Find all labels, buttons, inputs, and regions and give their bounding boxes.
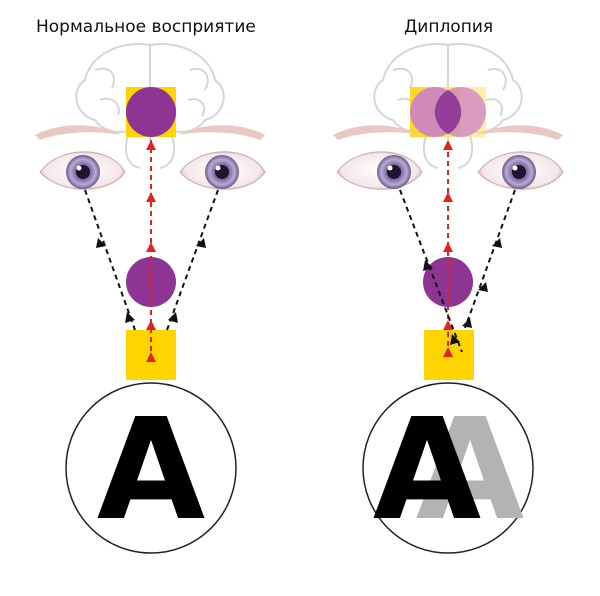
result-circle-left	[65, 382, 237, 554]
left-eyebrow-right	[333, 125, 420, 140]
result-letter-diplopia: A	[373, 389, 481, 552]
black-arrowheads-right	[423, 238, 502, 345]
brain-outline-left	[75, 43, 225, 169]
ghost-letter-diplopia: A	[416, 389, 524, 552]
diplopia-panel: A A	[333, 43, 564, 554]
black-arrowheads-left	[96, 238, 206, 323]
right-eyebrow-left	[178, 125, 265, 140]
brain-purple-circle-left	[126, 87, 176, 137]
brain-overlap	[434, 90, 462, 134]
left-eye-diplopia	[336, 151, 423, 190]
left-eye-normal	[39, 151, 126, 190]
red-arrowheads-right	[443, 140, 453, 357]
object-circle-left	[126, 257, 176, 307]
result-circle-right	[362, 382, 534, 554]
right-eye-diplopia	[477, 151, 564, 190]
right-eye-normal	[179, 151, 266, 190]
black-sight-paths-left	[84, 189, 219, 331]
normal-panel: A	[35, 43, 266, 554]
left-eyebrow-left	[35, 125, 122, 140]
result-letter-normal: A	[97, 389, 205, 552]
normal-vision-title: Нормальное восприятие	[36, 17, 256, 37]
red-arrowheads-left	[146, 140, 156, 362]
diplopia-title: Диплопия	[404, 17, 494, 37]
right-eyebrow-right	[476, 125, 563, 140]
black-sight-paths-right	[399, 189, 516, 353]
